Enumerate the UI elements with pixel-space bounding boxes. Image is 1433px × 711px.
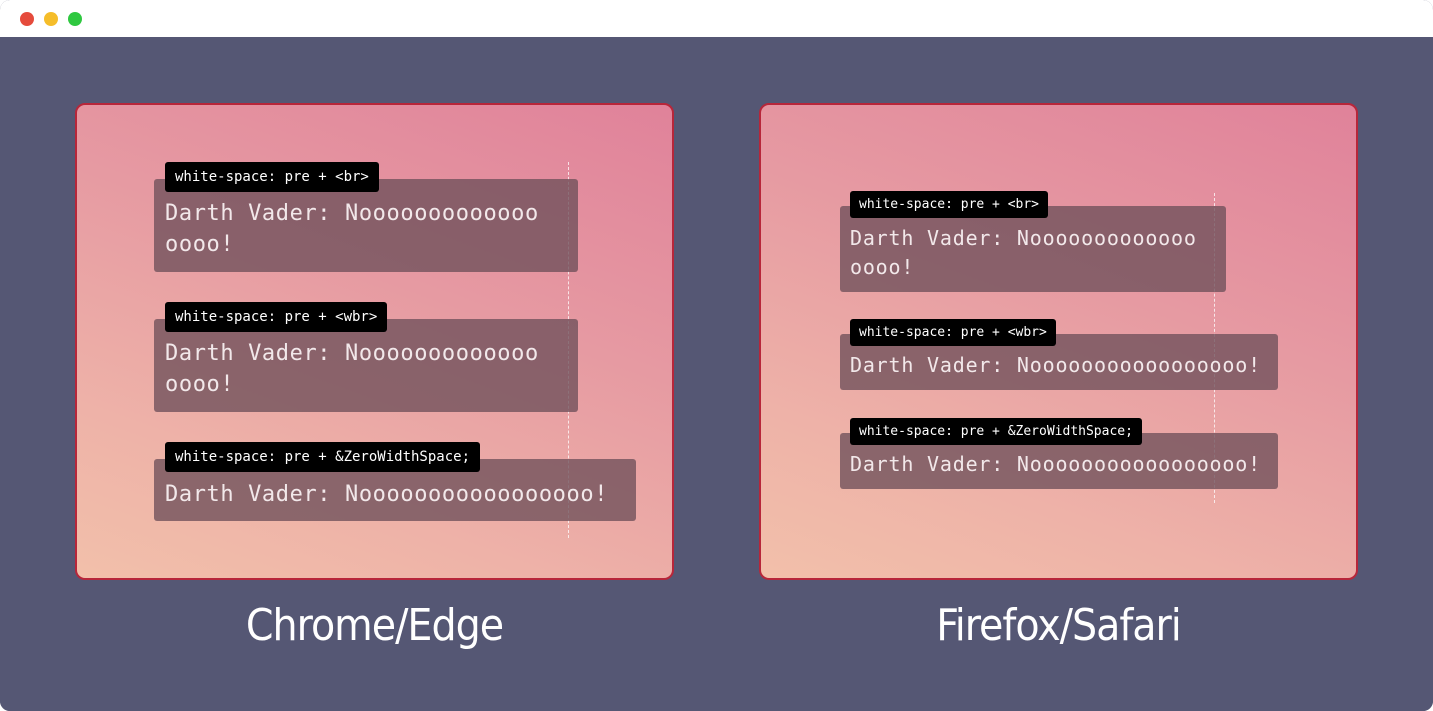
- code-label: white-space: pre + <wbr>: [165, 302, 388, 332]
- code-label: white-space: pre + <br>: [850, 191, 1049, 218]
- title-bar: [0, 0, 1433, 37]
- firefox-safari-panel: Darth Vader: Nooooooooooooo oooo! white-…: [759, 103, 1358, 580]
- text-line-1: Darth Vader: Nooooooooooooo: [165, 341, 539, 366]
- chrome-edge-panel: Darth Vader: Nooooooooooooo oooo! white-…: [75, 103, 674, 580]
- text-box: [154, 179, 578, 272]
- maximize-window-button[interactable]: [68, 12, 82, 26]
- text-line-1: Darth Vader: Nooooooooooooooooo!: [850, 353, 1261, 377]
- text-line-1: Darth Vader: Nooooooooooooooooo!: [165, 482, 609, 507]
- chrome-edge-caption: Chrome/Edge: [245, 600, 504, 651]
- code-label: white-space: pre + <wbr>: [850, 319, 1056, 346]
- text-line-2: oooo!: [165, 372, 235, 397]
- close-window-button[interactable]: [20, 12, 34, 26]
- text-box: [840, 206, 1226, 292]
- text-line-1: Darth Vader: Nooooooooooooooooo!: [850, 452, 1261, 476]
- text-line-1: Darth Vader: Nooooooooooooo: [165, 201, 539, 226]
- illustration-canvas: Darth Vader: Nooooooooooooo oooo! white-…: [0, 37, 1433, 711]
- code-label: white-space: pre + &ZeroWidthSpace;: [850, 418, 1142, 445]
- text-line-2: oooo!: [850, 255, 915, 279]
- code-label: white-space: pre + <br>: [165, 162, 379, 192]
- text-line-2: oooo!: [165, 232, 235, 257]
- minimize-window-button[interactable]: [44, 12, 58, 26]
- text-line-1: Darth Vader: Nooooooooooooo: [850, 226, 1197, 250]
- code-label: white-space: pre + &ZeroWidthSpace;: [165, 442, 481, 472]
- text-box: [154, 319, 578, 412]
- firefox-safari-caption: Firefox/Safari: [936, 600, 1182, 651]
